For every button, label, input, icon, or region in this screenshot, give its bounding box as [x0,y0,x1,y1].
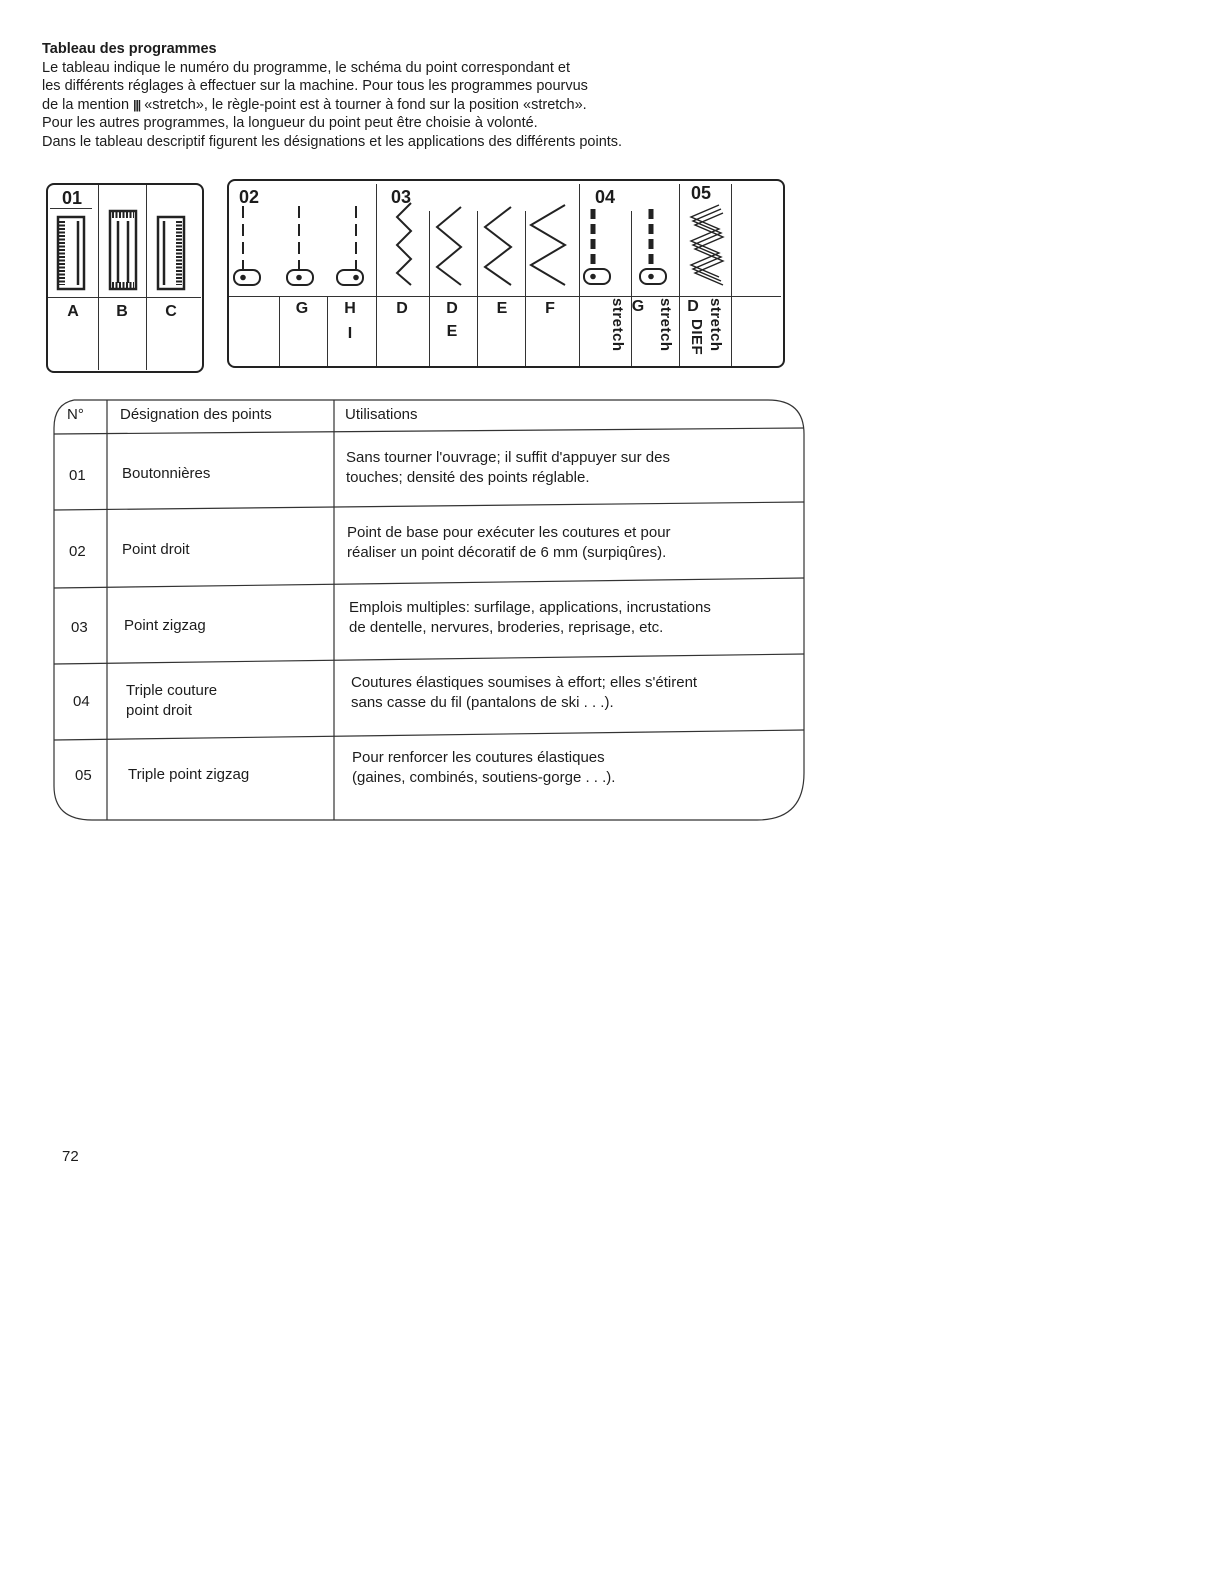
buttonhole-stitch-icons [56,209,186,291]
program-panel-02-05: 02 03 04 05 [227,179,785,368]
program-panel-01: 01 A B C [46,183,204,373]
stretch-label-04b: stretch [657,298,674,352]
stretch-symbol-icon: ||| [133,97,141,112]
setting-04-g: G [631,298,645,315]
program-number-03: 03 [391,187,412,207]
setting-02-h: H [344,300,356,317]
row-02-uses-line-2: réaliser un point décoratif de 6 mm (sur… [347,544,667,561]
intro-line-2: les différents réglages à effectuer sur … [42,78,588,94]
row-03-uses-line-1: Emplois multiples: surfilage, applicatio… [349,599,711,616]
section-title: Tableau des programmes [42,41,217,57]
row-04-designation-line-1: Triple couture [126,682,218,699]
row-02-designation: Point droit [122,541,190,558]
row-04-designation-line-2: point droit [126,702,192,719]
row-01-designation: Boutonnières [122,465,211,482]
setting-c: C [165,303,177,320]
setting-02-i: I [347,325,353,342]
row-05-uses-line-2: (gaines, combinés, soutiens-gorge . . .)… [352,769,616,786]
table-border [53,399,805,821]
stitch-table: N° Désignation des points Utilisations 0… [52,398,808,823]
program-number-01: 01 [62,188,83,208]
row-05-uses-line-1: Pour renforcer les coutures élastiques [352,749,605,766]
row-01-number: 01 [69,467,86,484]
program-number-02: 02 [239,187,260,207]
setting-05-d: D [687,298,699,315]
setting-03-d1: D [396,300,408,317]
row-05-designation: Triple point zigzag [128,766,250,783]
intro-line-1: Le tableau indique le numéro du programm… [42,59,570,76]
header-designation: Désignation des points [120,406,272,423]
intro-line-3: de la mention ||| «stretch», le règle-po… [42,96,802,115]
setting-05-dief: DIEF [688,319,705,356]
row-02-number: 02 [69,543,86,560]
row-03-designation: Point zigzag [124,617,206,634]
setting-a: A [67,303,79,320]
intro-line-4: Pour les autres programmes, la longueur … [42,115,538,131]
row-02-uses-line-1: Point de base pour exécuter les coutures… [347,524,671,541]
setting-02-g: G [295,300,309,317]
intro-line-3-rest: «stretch», le règle-point est à tourner … [144,96,587,113]
stretch-label-05: stretch [707,298,724,352]
page-number: 72 [62,1148,79,1165]
stitch-diagram-icons [233,202,725,286]
row-03-number: 03 [71,619,88,636]
row-04-number: 04 [73,693,90,710]
setting-03-e1: E [446,323,458,340]
row-03-uses-line-2: de dentelle, nervures, broderies, repris… [349,619,664,636]
header-uses: Utilisations [345,406,418,423]
header-number: N° [67,406,84,423]
setting-03-e2: E [496,300,508,317]
setting-03-f: F [545,300,555,317]
setting-03-d2: D [446,300,458,317]
row-01-uses-line-2: touches; densité des points réglable. [346,469,590,486]
stretch-label-04a: stretch [609,298,626,352]
row-04-uses-line-1: Coutures élastiques soumises à effort; e… [351,674,698,691]
intro-line-3-prefix: de la mention [42,96,130,113]
setting-b: B [116,303,128,320]
row-05-number: 05 [75,767,92,784]
row-01-uses-line-1: Sans tourner l'ouvrage; il suffit d'appu… [346,449,670,466]
program-number-05: 05 [691,183,712,203]
program-number-04: 04 [595,187,616,207]
intro-text: Tableau des programmes Le tableau indiqu… [42,40,802,151]
intro-line-5: Dans le tableau descriptif figurent les … [42,133,623,150]
row-04-uses-line-2: sans casse du fil (pantalons de ski . . … [351,694,614,711]
